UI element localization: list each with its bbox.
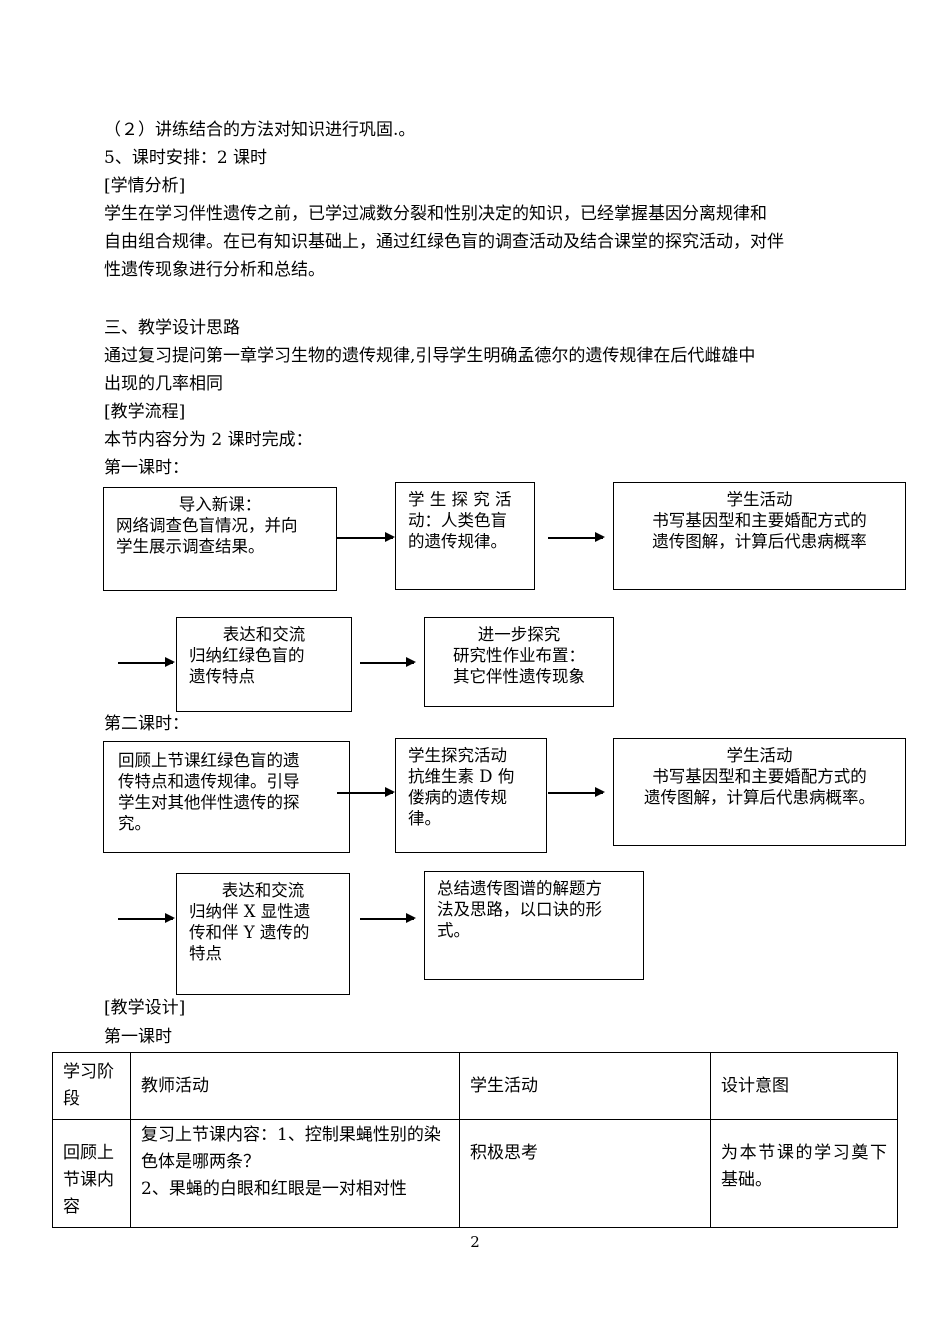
flow2-box-summary-line1: 总结遗传图谱的解题方 [437, 879, 602, 898]
flow1-arrow-3 [118, 658, 175, 666]
page-number: 2 [470, 1233, 480, 1251]
flow2-box-express-line3: 传和伴 Y 遗传的 [189, 923, 310, 942]
flow2-box-summary-line3: 式。 [437, 921, 470, 940]
flow1-box-express-line3: 遗传特点 [189, 667, 255, 686]
table-header-cell: 教师活动 [130, 1052, 460, 1120]
flow1-arrow-2 [548, 533, 605, 541]
design-table: 学习阶段 教师活动 学生活动 设计意图 回顾上节课内容 复习上节课内容：1、控制… [52, 1052, 898, 1228]
flow1-box-activity-line2: 书写基因型和主要婚配方式的 [652, 511, 867, 530]
table-row: 回顾上节课内容 复习上节课内容：1、控制果蝇性别的染色体是哪两条？ 2、果蝇的白… [52, 1119, 898, 1228]
flow2-arrow-4 [360, 914, 416, 922]
flow1-box-explore-line2: 动：人类色盲 [408, 511, 507, 530]
flow2-box-express: 表达和交流 归纳伴 X 显性遗 传和伴 Y 遗传的 特点 [176, 873, 350, 995]
flow1-box-express-line2: 归纳红绿色盲的 [189, 646, 305, 665]
flow1-box-intro: 导入新课： 网络调查色盲情况，并向 学生展示调查结果。 [103, 487, 337, 591]
table-cell-student: 积极思考 [459, 1119, 711, 1228]
flow2-box-activity-line3: 遗传图解，计算后代患病概率。 [644, 788, 875, 807]
flow2-box-explore-line2: 抗维生素 D 佝 [408, 767, 515, 786]
flow2-box-summary: 总结遗传图谱的解题方 法及思路，以口诀的形 式。 [424, 871, 644, 980]
teaching-design-label: [教学设计] [104, 998, 186, 1018]
table-header-cell: 学习阶段 [52, 1052, 131, 1120]
flow2-box-express-line1: 表达和交流 [221, 881, 305, 900]
table-cell-teacher: 复习上节课内容：1、控制果蝇性别的染色体是哪两条？ 2、果蝇的白眼和红眼是一对相… [130, 1119, 460, 1228]
flow2-box-activity-line1: 学生活动 [726, 746, 793, 765]
table-header-cell: 学生活动 [459, 1052, 711, 1120]
teacher-activity-para2: 2、果蝇的白眼和红眼是一对相对性 [141, 1179, 407, 1199]
table-cell-intent: 为本节课的学习奠下基础。 [710, 1119, 898, 1228]
text-line-10: [教学流程] [104, 402, 186, 422]
text-line-3: [学情分析] [104, 176, 186, 196]
text-line-9: 出现的几率相同 [104, 374, 223, 394]
flow1-box-explore-line3: 的遗传规律。 [408, 532, 507, 551]
flow1-box-further: 进一步探究 研究性作业布置： 其它伴性遗传现象 [424, 617, 614, 707]
flow2-arrow-1 [337, 788, 395, 796]
flow2-box-explore-line3: 偻病的遗传规 [408, 788, 507, 807]
flow2-box-explore-line1: 学生探究活动 [408, 746, 507, 765]
flow2-box-activity-line2: 书写基因型和主要婚配方式的 [652, 767, 867, 786]
flow1-arrow-1 [337, 533, 395, 541]
teacher-activity-para1: 复习上节课内容：1、控制果蝇性别的染色体是哪两条？ [141, 1125, 441, 1172]
flow1-box-further-line3: 其它伴性遗传现象 [453, 667, 585, 686]
first-lesson-heading: 第一课时 [104, 1027, 172, 1047]
flow2-box-review-line1: 回顾上节课红绿色盲的遗 [118, 751, 300, 770]
text-line-6: 性遗传现象进行分析和总结。 [104, 260, 325, 280]
flow1-box-express-line1: 表达和交流 [222, 625, 306, 644]
flow1-box-intro-line3: 学生展示调查结果。 [116, 537, 265, 556]
flow1-box-further-line2: 研究性作业布置： [453, 646, 585, 665]
flow1-box-further-line1: 进一步探究 [477, 625, 561, 644]
flow1-box-activity-line1: 学生活动 [726, 490, 793, 509]
flow1-box-activity: 学生活动 书写基因型和主要婚配方式的 遗传图解，计算后代患病概率 [613, 482, 906, 590]
flow2-box-activity: 学生活动 书写基因型和主要婚配方式的 遗传图解，计算后代患病概率。 [613, 738, 906, 846]
flow1-box-intro-line2: 网络调查色盲情况，并向 [116, 516, 298, 535]
flow2-box-express-line4: 特点 [189, 944, 222, 963]
flow2-box-summary-line2: 法及思路，以口诀的形 [437, 900, 602, 919]
flow2-box-express-line2: 归纳伴 X 显性遗 [189, 902, 311, 921]
flow1-arrow-4 [360, 658, 416, 666]
text-line-2: 5、课时安排：2 课时 [104, 148, 268, 168]
flow2-box-review-line3: 学生对其他伴性遗传的探 [118, 793, 300, 812]
text-line-11: 本节内容分为 2 课时完成： [104, 430, 313, 450]
flow2-arrow-3 [118, 914, 175, 922]
text-line-1: （２）讲练结合的方法对知识进行巩固.。 [104, 120, 416, 140]
flow1-box-explore: 学 生 探 究 活 动：人类色盲 的遗传规律。 [395, 482, 535, 590]
text-line-8: 通过复习提问第一章学习生物的遗传规律,引导学生明确孟德尔的遗传规律在后代雌雄中 [104, 346, 756, 366]
table-cell-stage: 回顾上节课内容 [52, 1119, 131, 1228]
flow2-box-explore-line4: 律。 [408, 809, 441, 828]
text-line-5: 自由组合规律。在已有知识基础上，通过红绿色盲的调查活动及结合课堂的探究活动，对伴 [104, 232, 784, 252]
flow2-box-explore: 学生探究活动 抗维生素 D 佝 偻病的遗传规 律。 [395, 738, 547, 853]
first-lesson-label: 第一课时： [104, 458, 189, 478]
flow2-box-review-line4: 究。 [118, 814, 151, 833]
section-heading: 三、教学设计思路 [104, 318, 240, 338]
text-line-4: 学生在学习伴性遗传之前，已学过减数分裂和性别决定的知识，已经掌握基因分离规律和 [104, 204, 767, 224]
flow2-box-review-line2: 传特点和遗传规律。引导 [118, 772, 300, 791]
flow1-box-intro-line1: 导入新课： [178, 495, 262, 514]
flow1-box-activity-line3: 遗传图解，计算后代患病概率 [652, 532, 867, 551]
second-lesson-label: 第二课时： [104, 714, 189, 734]
flow2-box-review: 回顾上节课红绿色盲的遗 传特点和遗传规律。引导 学生对其他伴性遗传的探 究。 [103, 741, 350, 853]
flow1-box-express: 表达和交流 归纳红绿色盲的 遗传特点 [176, 617, 352, 712]
flow2-arrow-2 [548, 788, 605, 796]
table-header-row: 学习阶段 教师活动 学生活动 设计意图 [52, 1052, 898, 1120]
flow1-box-explore-line1: 学 生 探 究 活 [408, 490, 512, 509]
table-header-cell: 设计意图 [710, 1052, 898, 1120]
